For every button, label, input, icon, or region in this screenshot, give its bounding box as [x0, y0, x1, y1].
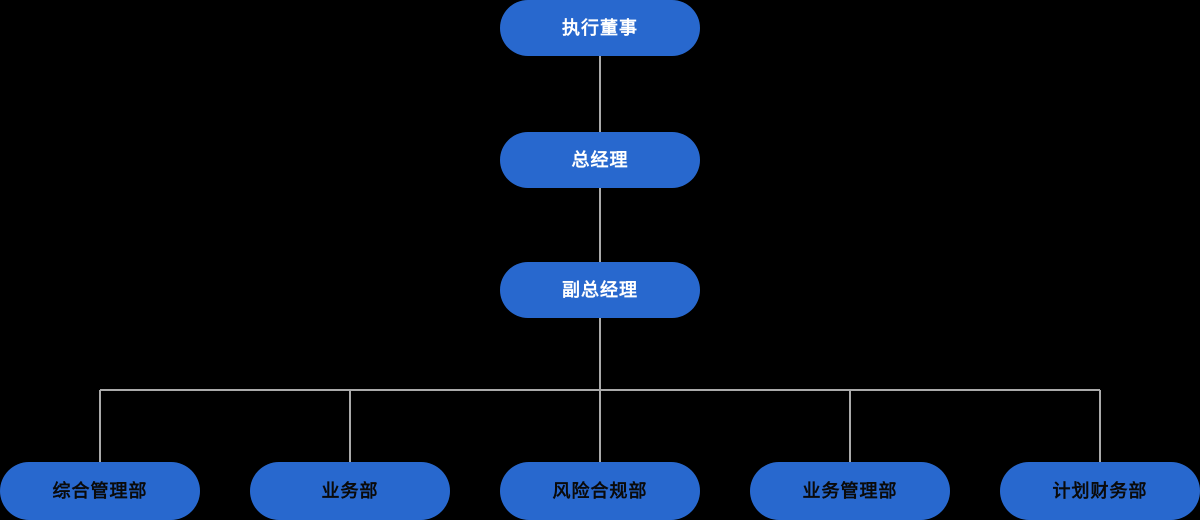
- node-executive-director[interactable]: 执行董事: [500, 0, 700, 56]
- node-department-risk-compliance-label: 风险合规部: [552, 481, 648, 501]
- node-department-general-management[interactable]: 综合管理部: [0, 462, 200, 520]
- node-department-general-management-label: 综合管理部: [52, 481, 148, 501]
- node-department-business-management[interactable]: 业务管理部: [750, 462, 950, 520]
- node-general-manager-label: 总经理: [571, 150, 629, 170]
- node-department-planning-finance[interactable]: 计划财务部: [1000, 462, 1200, 520]
- node-executive-director-label: 执行董事: [562, 18, 638, 38]
- node-general-manager[interactable]: 总经理: [500, 132, 700, 188]
- node-department-business-label: 业务部: [321, 481, 379, 501]
- node-department-business-management-label: 业务管理部: [802, 481, 898, 501]
- node-department-risk-compliance[interactable]: 风险合规部: [500, 462, 700, 520]
- node-department-business[interactable]: 业务部: [250, 462, 450, 520]
- node-deputy-general-manager-label: 副总经理: [562, 280, 638, 300]
- node-deputy-general-manager[interactable]: 副总经理: [500, 262, 700, 318]
- node-department-planning-finance-label: 计划财务部: [1052, 481, 1148, 501]
